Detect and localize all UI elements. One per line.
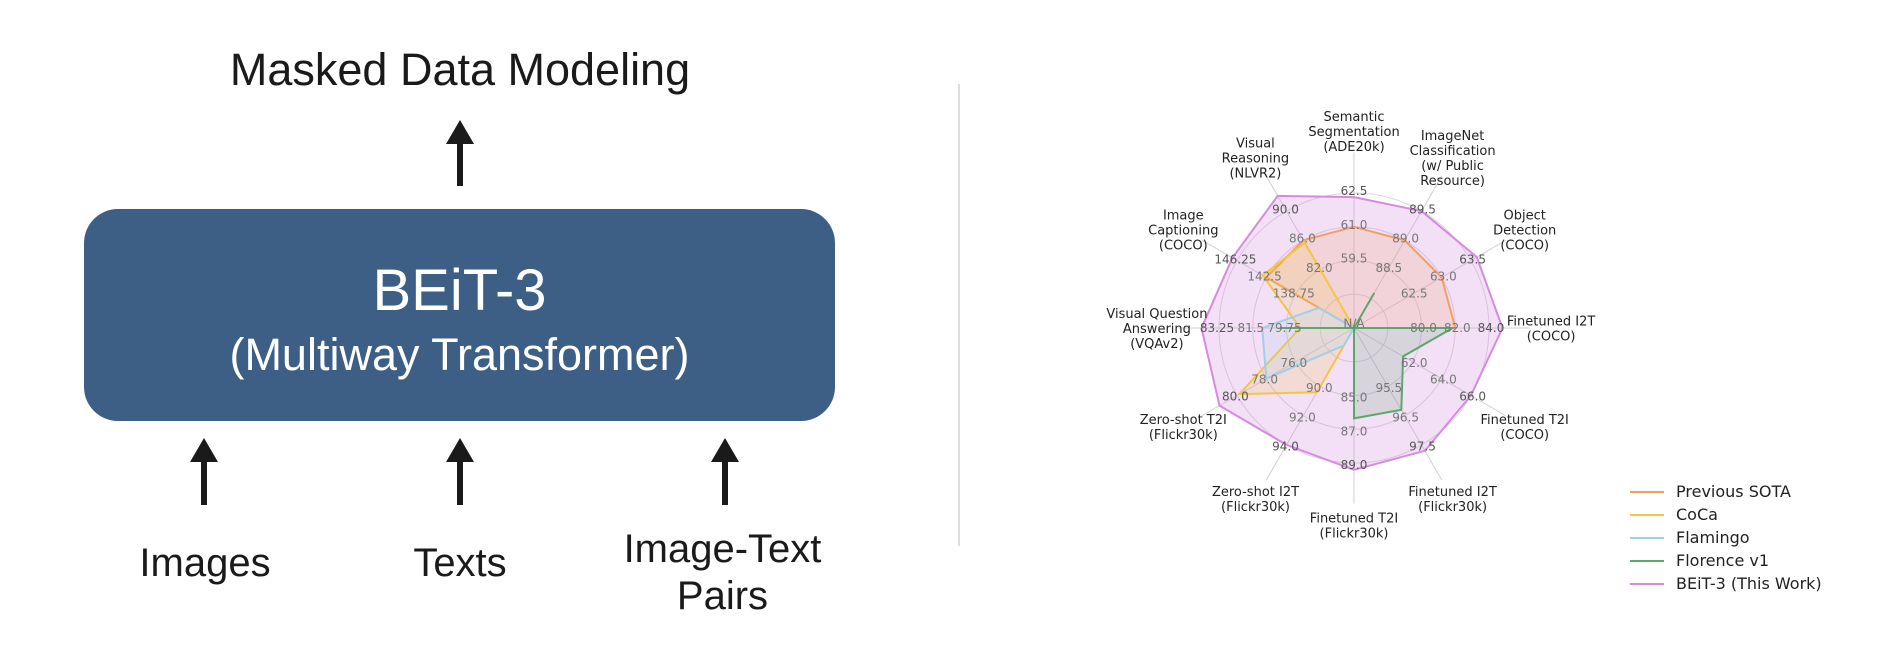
tick-label-8-3: 94.0 xyxy=(1272,440,1299,454)
tick-label-10-2: 81.5 xyxy=(1237,321,1264,335)
legend-swatch-icon xyxy=(1630,490,1664,493)
legend-label: BEiT-3 (This Work) xyxy=(1676,574,1822,593)
tick-label-1-1: N/A xyxy=(1343,316,1365,330)
tick-label-4-1: 80.0 xyxy=(1410,321,1437,335)
series-polygon-3 xyxy=(1261,306,1356,381)
tick-label-1-2: 59.5 xyxy=(1341,252,1368,266)
legend-swatch-icon xyxy=(1630,513,1664,516)
axis-label-7: Finetuned T2I(Flickr30k) xyxy=(1310,512,1398,542)
grid-spoke-3 xyxy=(1353,239,1507,329)
legend-label: CoCa xyxy=(1676,505,1718,524)
tick-label-9-2: 78.0 xyxy=(1251,373,1278,387)
tick-label-12-3: 90.0 xyxy=(1272,202,1299,216)
legend-label: Previous SOTA xyxy=(1676,482,1791,501)
model-subtitle: (Multiway Transformer) xyxy=(229,329,690,380)
tick-label-12-2: 86.0 xyxy=(1289,232,1316,246)
input-label-images: Images xyxy=(139,541,271,585)
output-arrow-icon xyxy=(446,120,474,186)
panel-divider xyxy=(958,84,960,546)
radar-tick-labels: N/A59.561.062.588.589.089.562.563.063.58… xyxy=(1200,184,1505,472)
tick-label-6-2: 96.5 xyxy=(1392,410,1419,424)
grid-spoke-6 xyxy=(1353,327,1443,481)
tick-label-11-1: 138.75 xyxy=(1273,286,1315,300)
tick-label-3-3: 63.5 xyxy=(1459,253,1486,267)
tick-label-4-2: 82.0 xyxy=(1444,321,1471,335)
legend-item-3: Flamingo xyxy=(1630,526,1822,549)
legend-item-1: Previous SOTA xyxy=(1630,480,1822,503)
tick-label-12-1: 82.0 xyxy=(1306,261,1333,275)
tick-label-1-3: 61.0 xyxy=(1341,218,1368,232)
tick-label-3-1: 62.5 xyxy=(1401,286,1428,300)
pairs-input-arrow-icon xyxy=(711,438,739,505)
series-polygon-4 xyxy=(1279,292,1457,420)
legend-item-2: CoCa xyxy=(1630,503,1822,526)
tick-label-5-2: 64.0 xyxy=(1430,373,1457,387)
grid-spoke-5 xyxy=(1353,327,1507,417)
axis-label-8: Zero-shot I2T(Flickr30k) xyxy=(1212,485,1299,515)
tick-label-3-2: 63.0 xyxy=(1430,269,1457,283)
texts-input-arrow-icon xyxy=(446,438,474,505)
tick-label-7-2: 87.0 xyxy=(1341,424,1368,438)
tick-label-1-4: 62.5 xyxy=(1341,184,1368,198)
axis-label-6: Finetuned I2T(Flickr30k) xyxy=(1408,485,1496,515)
axis-label-4: Finetuned I2T(COCO) xyxy=(1507,315,1595,345)
tick-label-5-1: 62.0 xyxy=(1401,356,1428,370)
images-input-arrow-icon xyxy=(190,438,218,505)
tick-label-2-1: 88.5 xyxy=(1375,261,1402,275)
legend-swatch-icon xyxy=(1630,536,1664,539)
tick-label-11-2: 142.5 xyxy=(1247,269,1281,283)
tick-label-2-3: 89.5 xyxy=(1409,202,1436,216)
beit3-architecture-diagram: Masked Data Modeling BEiT-3 (Multiway Tr… xyxy=(0,0,940,664)
tick-label-9-3: 80.0 xyxy=(1222,390,1249,404)
tick-label-8-1: 90.0 xyxy=(1306,381,1333,395)
legend-label: Flamingo xyxy=(1676,528,1750,547)
legend-item-4: Florence v1 xyxy=(1630,549,1822,572)
tick-label-7-3: 89.0 xyxy=(1341,458,1368,472)
tick-label-11-3: 146.25 xyxy=(1214,253,1256,267)
legend-swatch-icon xyxy=(1630,559,1664,562)
input-label-texts: Texts xyxy=(413,541,507,585)
legend-swatch-icon xyxy=(1630,582,1664,585)
tick-label-9-1: 76.0 xyxy=(1280,356,1307,370)
beit3-model-box: BEiT-3 (Multiway Transformer) xyxy=(84,209,835,421)
tick-label-7-1: 85.0 xyxy=(1341,391,1368,405)
radar-series xyxy=(1200,194,1504,471)
tick-label-6-3: 97.5 xyxy=(1409,440,1436,454)
tick-label-8-2: 92.0 xyxy=(1289,410,1316,424)
legend-item-5: BEiT-3 (This Work) xyxy=(1630,572,1822,595)
tick-label-6-1: 95.5 xyxy=(1375,381,1402,395)
tick-label-5-3: 66.0 xyxy=(1459,390,1486,404)
tick-label-10-1: 79.75 xyxy=(1267,321,1301,335)
model-title: BEiT-3 xyxy=(372,258,547,323)
tick-label-2-2: 89.0 xyxy=(1392,232,1419,246)
legend-label: Florence v1 xyxy=(1676,551,1770,570)
axis-label-5: Finetuned T2I(COCO) xyxy=(1481,413,1569,443)
tick-label-10-3: 83.25 xyxy=(1200,321,1234,335)
masked-data-modeling-heading: Masked Data Modeling xyxy=(229,44,691,95)
grid-spoke-9 xyxy=(1201,327,1355,417)
radar-chart: N/A59.561.062.588.589.089.562.563.063.58… xyxy=(1106,110,1595,542)
tick-label-4-3: 84.0 xyxy=(1478,321,1505,335)
input-label-image-text-pairs: Image-Text Pairs xyxy=(623,527,822,619)
axis-label-9: Zero-shot T2I(Flickr30k) xyxy=(1140,413,1227,443)
